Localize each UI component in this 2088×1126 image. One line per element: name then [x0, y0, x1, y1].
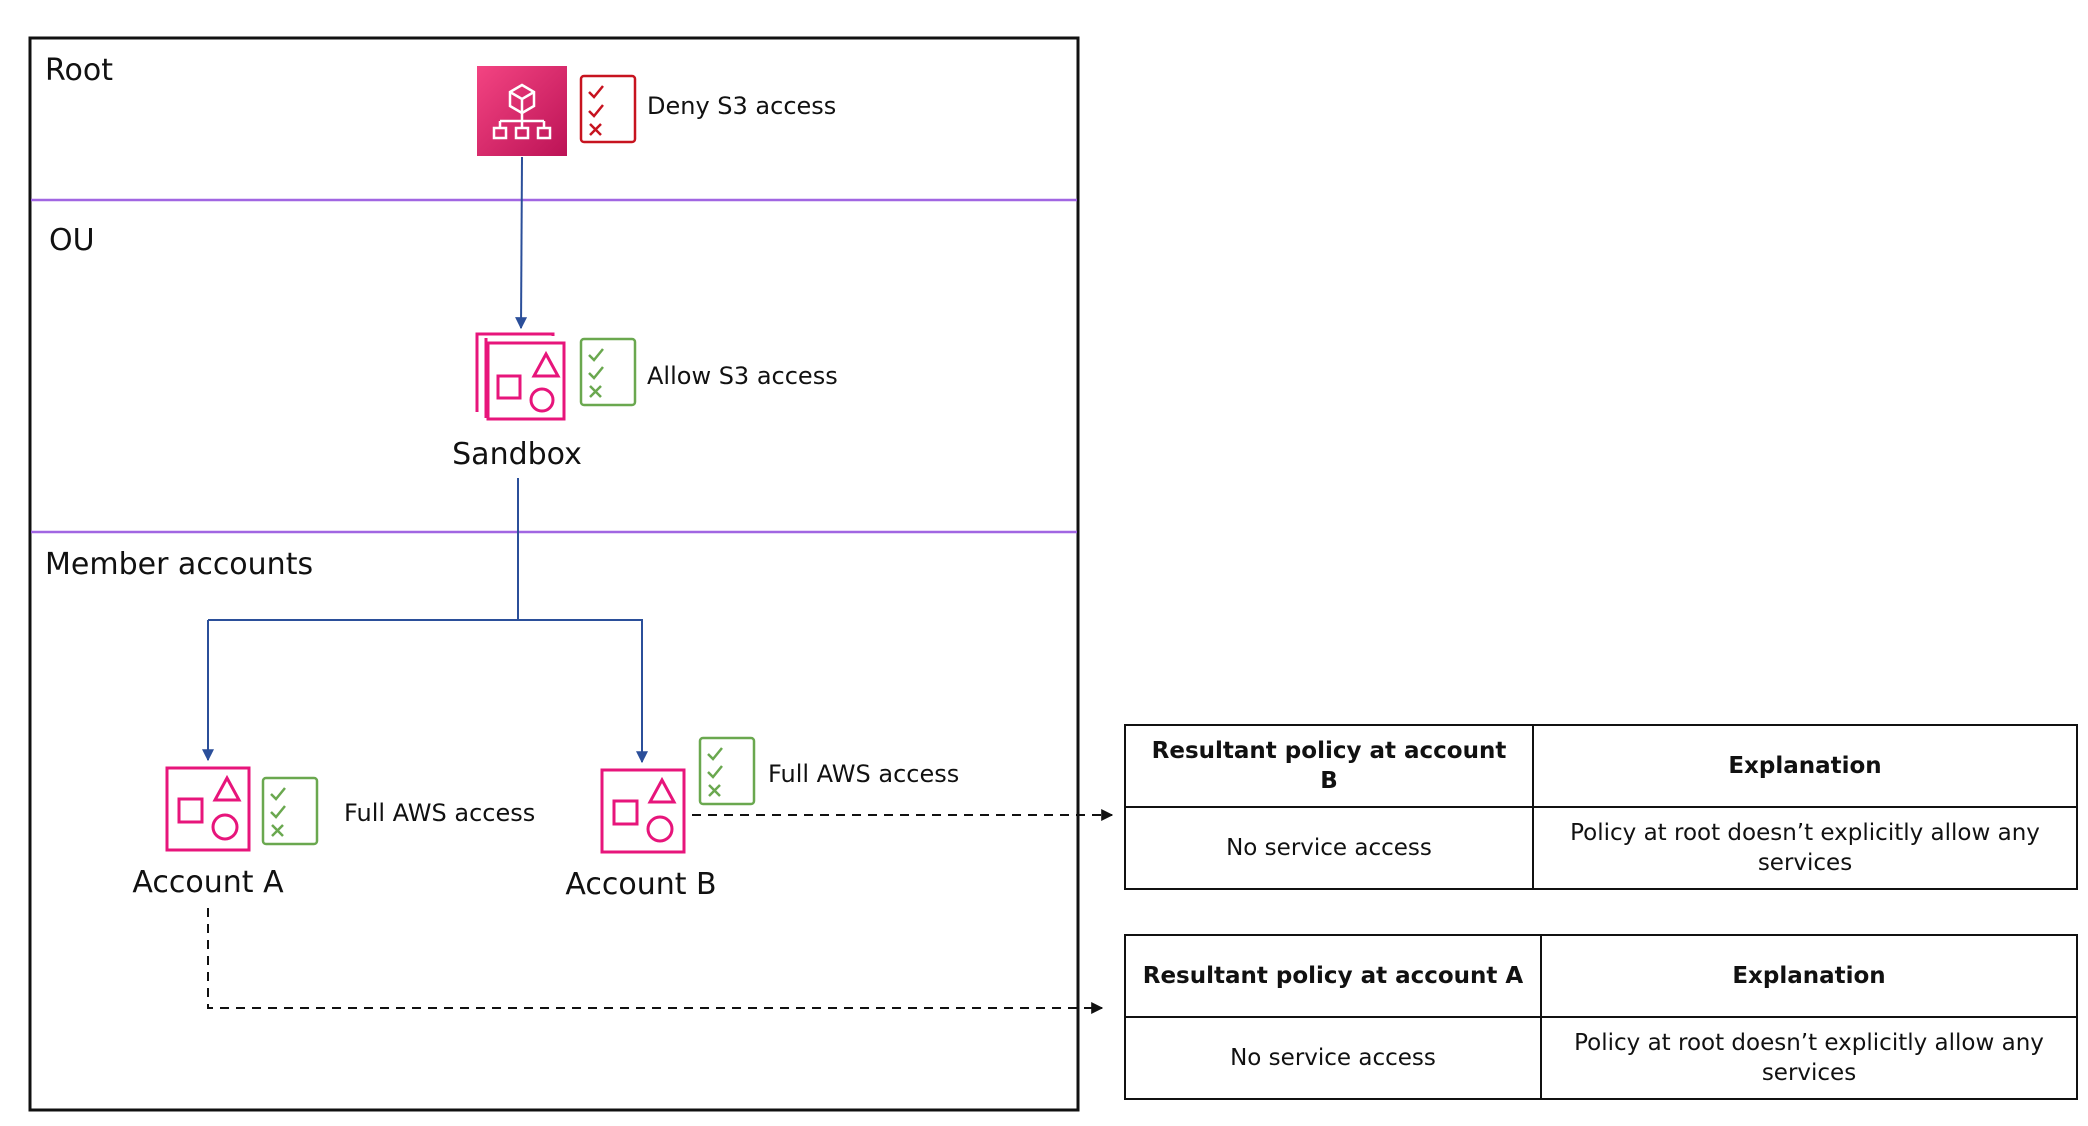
table-header-cell: Resultant policy at account A: [1124, 934, 1542, 1018]
table-header-cell: Explanation: [1540, 934, 2078, 1018]
table-header-row: Resultant policy at account A Explanatio…: [1124, 934, 2078, 1018]
table-header-cell: Resultant policy at account B: [1124, 724, 1534, 808]
account-a-label: Account A: [132, 865, 284, 900]
sandbox-policy-label: Allow S3 access: [647, 362, 838, 390]
account-a-policy-label: Full AWS access: [344, 799, 535, 827]
result-table-account-a: Resultant policy at account A Explanatio…: [1124, 934, 2078, 1100]
table-row: No service access Policy at root doesn’t…: [1124, 806, 2078, 890]
policy-checklist-icon: [579, 74, 637, 144]
zone-label-ou: OU: [49, 223, 95, 258]
result-connector-account-a: [207, 908, 1104, 1014]
table-header-row: Resultant policy at account B Explanatio…: [1124, 724, 2078, 808]
table-cell: Policy at root doesn’t explicitly allow …: [1532, 806, 2078, 890]
account-b-policy-label: Full AWS access: [768, 760, 959, 788]
account-b-label: Account B: [565, 867, 716, 902]
member-account-icon: [600, 768, 686, 854]
organizations-root-icon: [477, 66, 567, 156]
policy-checklist-icon: [698, 736, 756, 806]
organization-frame: [28, 36, 1080, 1112]
sandbox-label: Sandbox: [452, 437, 582, 472]
zone-label-root: Root: [45, 53, 113, 88]
table-cell: No service access: [1124, 1016, 1542, 1100]
table-header-cell: Explanation: [1532, 724, 2078, 808]
table-cell: Policy at root doesn’t explicitly allow …: [1540, 1016, 2078, 1100]
root-policy-label: Deny S3 access: [647, 92, 836, 120]
zone-label-member-accounts: Member accounts: [45, 547, 313, 582]
member-account-icon: [165, 766, 251, 852]
result-table-account-b: Resultant policy at account B Explanatio…: [1124, 724, 2078, 890]
table-row: No service access Policy at root doesn’t…: [1124, 1016, 2078, 1100]
connector-root-to-sandbox: [515, 156, 528, 330]
connector-to-account-b: [518, 619, 648, 764]
policy-checklist-icon: [579, 337, 637, 407]
organizational-unit-icon: [475, 332, 566, 421]
table-cell: No service access: [1124, 806, 1534, 890]
policy-checklist-icon: [261, 776, 319, 846]
